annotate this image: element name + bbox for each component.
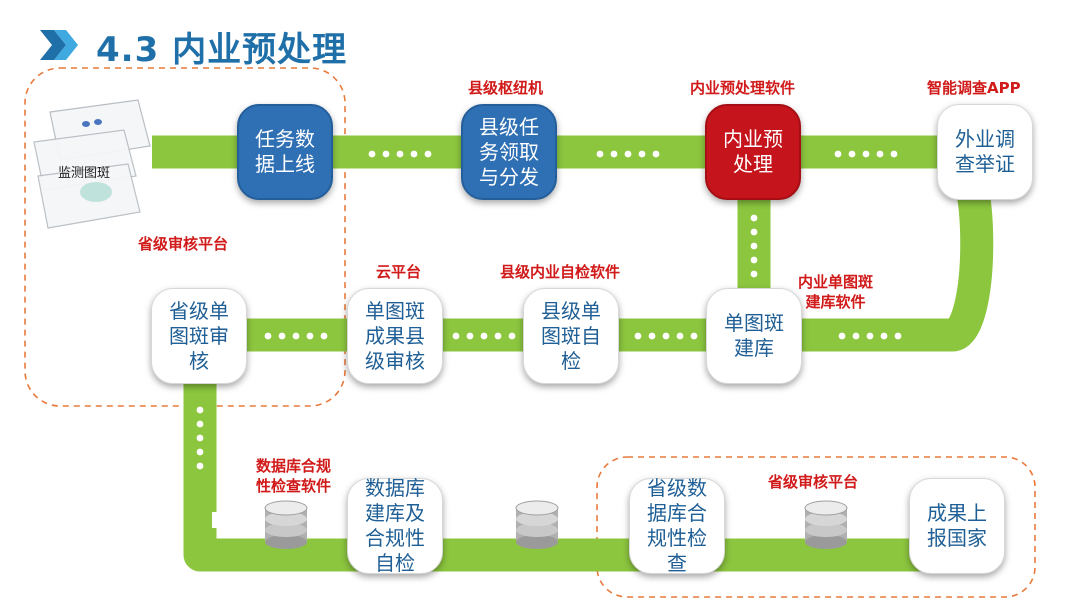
- step-county-self-check: 县级单 图斑自 检: [523, 288, 619, 384]
- title-chevron-icon: [40, 30, 78, 60]
- label-app: 智能调查APP: [927, 79, 1021, 97]
- step-county-review: 单图斑 成果县 级审核: [347, 288, 443, 384]
- step-province-db-check: 省级数 据库合 规性检 查: [629, 476, 725, 575]
- right-arrow-icon: [212, 506, 238, 534]
- label-county-hub: 县级枢纽机: [468, 79, 544, 97]
- page-title: 4.3 内业预处理: [96, 30, 348, 70]
- step-inner-preprocessing: 内业预 处理: [705, 104, 801, 200]
- database-icon: [804, 500, 848, 549]
- map-layers-icon: [33, 99, 151, 229]
- sheet-label: 监测图斑: [58, 166, 111, 181]
- step-build-db: 单图斑 建库: [706, 288, 802, 384]
- label-province-platform: 省级审核平台: [138, 235, 229, 253]
- step-task-online: 任务数 据上线: [237, 104, 333, 200]
- province-platform-region-bottom: [596, 456, 1036, 598]
- label-inner-software: 内业预处理软件: [690, 79, 796, 97]
- step-county-task: 县级任 务领取 与分发: [461, 104, 557, 200]
- flow-dots: [196, 150, 902, 470]
- label-cloud: 云平台: [376, 263, 422, 281]
- label-county-self-software: 县级内业自检软件: [500, 263, 621, 281]
- step-report: 成果上 报国家: [909, 478, 1005, 574]
- label-single-db-software: 内业单图斑 建库软件: [798, 273, 874, 311]
- database-icon: [515, 500, 559, 549]
- step-db-build-check: 数据库 建库及 合规性 自检: [347, 476, 443, 575]
- database-icon: [264, 500, 308, 549]
- label-province-platform-2: 省级审核平台: [768, 473, 859, 491]
- step-field-survey: 外业调 查举证: [937, 104, 1033, 200]
- step-province-review: 省级单 图斑审 核: [151, 288, 247, 384]
- label-db-check-software: 数据库合规 性检查软件: [256, 457, 332, 495]
